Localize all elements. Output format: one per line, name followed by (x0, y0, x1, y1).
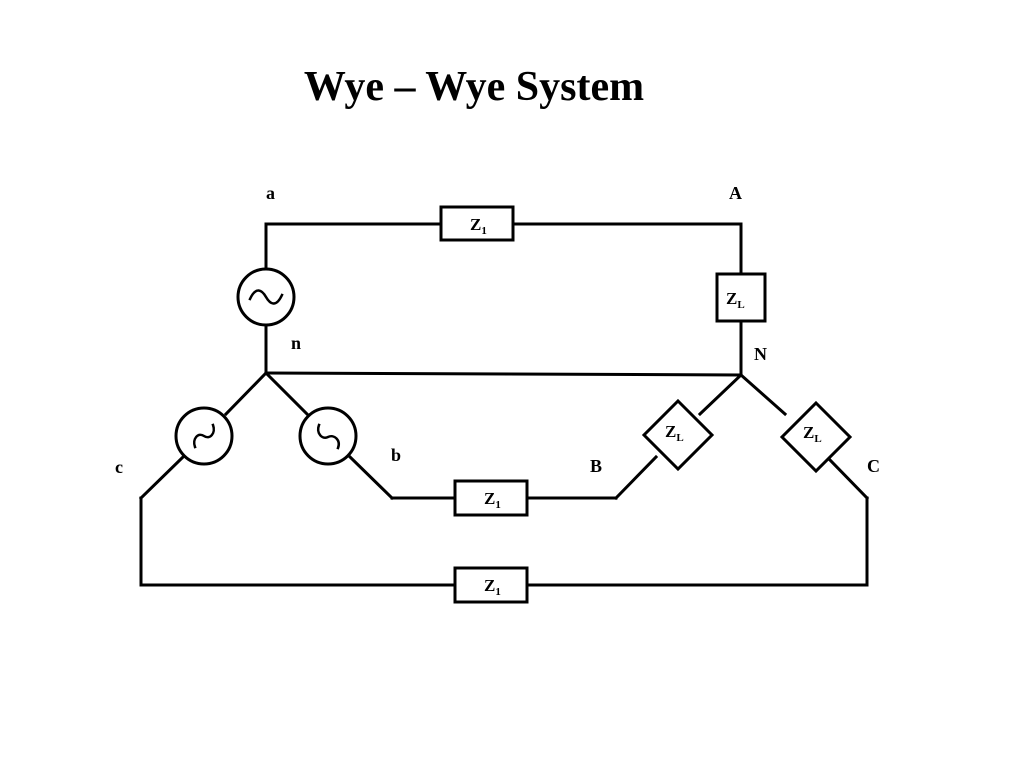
neutral-wire (264, 371, 743, 377)
diagram-title: Wye – Wye System (304, 64, 644, 110)
load-impedance-A: ZL (715, 272, 767, 323)
sine-wave-icon (317, 423, 340, 450)
impedance-box (453, 479, 529, 517)
node-label-b: b (391, 445, 401, 465)
source-c (174, 406, 234, 466)
wire-n-to-source-b (263, 370, 310, 417)
impedance-box (439, 205, 515, 242)
sine-wave-icon (193, 423, 215, 449)
wires (138, 222, 870, 587)
sine-wave-icon (248, 289, 284, 305)
impedance-label: ZL (665, 422, 684, 444)
node-label-C: C (867, 456, 880, 476)
wire-n-to-source-c (223, 370, 269, 417)
node-label-B: B (590, 456, 602, 476)
load-impedance-C: ZL (779, 400, 853, 474)
impedance-box (641, 398, 715, 472)
wire-B-to-zload (613, 454, 659, 501)
node-label-c: c (115, 457, 123, 477)
impedance-label: Z1 (470, 215, 487, 237)
line-impedance-b: Z1 (453, 479, 529, 517)
source-b (298, 406, 358, 466)
node-label-A: A (729, 183, 742, 203)
load-impedance-B: ZL (641, 398, 715, 472)
source-a (236, 267, 296, 327)
impedance-box (453, 566, 529, 604)
impedance-label: ZL (803, 423, 822, 445)
impedance-label: Z1 (484, 576, 501, 598)
wire-zload-to-N-c (738, 372, 788, 417)
impedance-label: ZL (726, 289, 745, 311)
line-impedance-c: Z1 (453, 566, 529, 604)
wire-source-c-to-c (138, 454, 186, 501)
node-label-N: N (754, 344, 767, 364)
wire-C-to-zload (827, 457, 870, 501)
line-impedance-a: Z1 (439, 205, 515, 242)
impedance-box (779, 400, 853, 474)
node-label-n: n (291, 333, 301, 353)
wire-zload-to-N-b (697, 372, 744, 417)
node-label-a: a (266, 183, 275, 203)
impedance-box (715, 272, 767, 323)
impedance-label: Z1 (484, 489, 501, 511)
wire-source-b-to-b (347, 454, 395, 501)
